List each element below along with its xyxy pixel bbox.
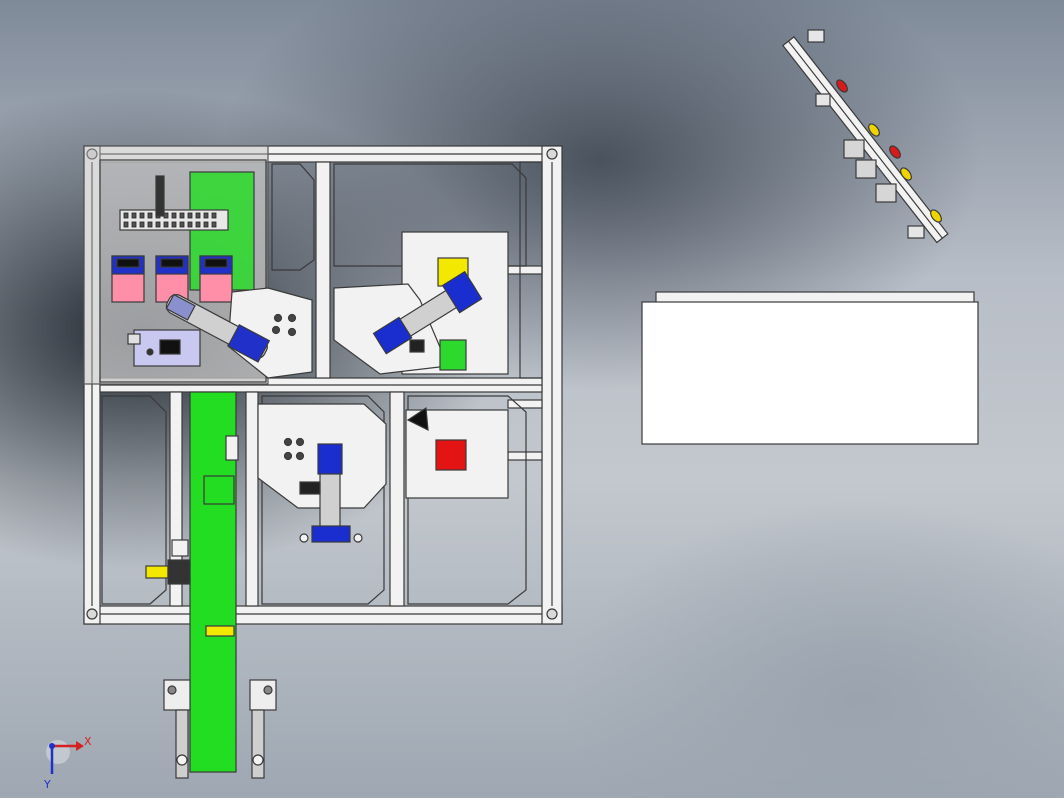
y-axis-label: Y xyxy=(43,778,51,791)
drop-station[interactable] xyxy=(405,406,509,499)
lid-button-red-1[interactable] xyxy=(835,78,850,94)
terminal-block xyxy=(119,209,229,231)
operator-box[interactable] xyxy=(641,291,979,445)
target-pad-green xyxy=(439,339,467,371)
motor-driver-3 xyxy=(199,255,233,303)
actuator-motor-1 xyxy=(227,323,271,363)
lid-button-yellow-3[interactable] xyxy=(929,208,944,224)
motor-driver-1 xyxy=(111,255,145,303)
robot-station-3[interactable] xyxy=(257,403,387,543)
lid-button-yellow-1[interactable] xyxy=(867,122,882,138)
lid-button-yellow-2[interactable] xyxy=(899,166,914,182)
frame-bottom-rail xyxy=(83,605,563,625)
coordinate-triad: X Y xyxy=(43,735,92,791)
frame-vertical-rail-2 xyxy=(245,391,259,607)
target-pad-red xyxy=(435,439,467,471)
controller-board xyxy=(127,329,201,367)
lid-button-red-2[interactable] xyxy=(888,144,903,160)
conveyor-tail-bracket xyxy=(163,679,277,779)
frame-vertical-rail-1 xyxy=(315,161,331,379)
lid-switches xyxy=(807,29,925,239)
conveyor-belt[interactable] xyxy=(145,391,277,779)
frame-vertical-rail-3 xyxy=(389,391,405,607)
conveyor-motor xyxy=(145,539,191,585)
motor-driver-2 xyxy=(155,255,189,303)
robot-station-1[interactable] xyxy=(163,287,313,379)
x-axis-label: X xyxy=(84,735,92,748)
operator-lid[interactable] xyxy=(782,29,949,244)
robot-station-2[interactable] xyxy=(333,231,509,375)
